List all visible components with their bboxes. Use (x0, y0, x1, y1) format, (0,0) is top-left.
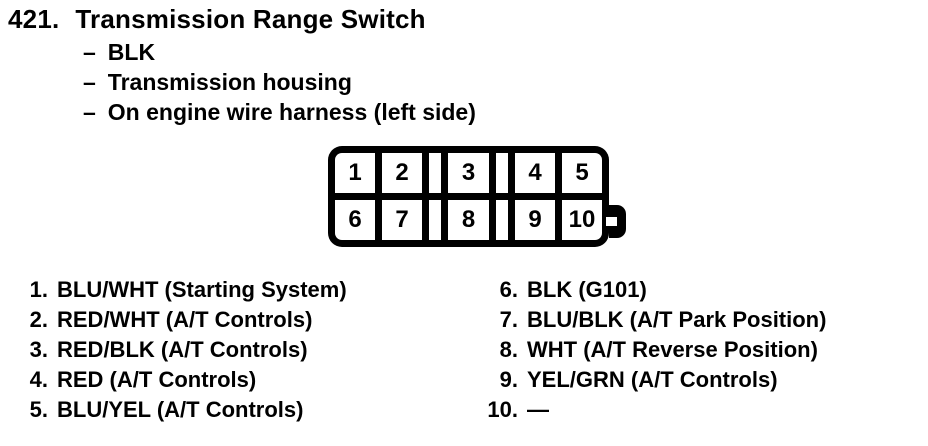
pin-number: 1. (29, 277, 48, 302)
bullet-dash: – (83, 99, 96, 125)
pin-legend-row: 7. BLU/BLK (A/T Park Position) (480, 307, 827, 337)
pin-cell-5: 5 (562, 153, 602, 193)
pin-label: RED/BLK (A/T Controls) (57, 337, 308, 362)
pin-number: 10. (487, 397, 518, 422)
pin-cell-1: 1 (335, 153, 375, 193)
pin-cell-10: 10 (562, 200, 602, 240)
pin-cell-2: 2 (382, 153, 422, 193)
pin-number: 6. (499, 277, 518, 302)
pin-cell-3: 3 (448, 153, 489, 193)
pin-legend-row: 2. RED/WHT (A/T Controls) (6, 307, 347, 337)
latch-notch (606, 217, 617, 226)
section-number: 421. (8, 4, 60, 34)
pin-number: 5. (29, 397, 48, 422)
pin-label: BLU/YEL (A/T Controls) (57, 397, 304, 422)
pin-label: WHT (A/T Reverse Position) (527, 337, 818, 362)
keying-slot (496, 200, 508, 240)
pin-cell-6: 6 (335, 200, 375, 240)
pin-legend-right: 6. BLK (G101) 7. BLU/BLK (A/T Park Posit… (480, 277, 826, 427)
pin-cell-7: 7 (382, 200, 422, 240)
pin-legend-row: 5. BLU/YEL (A/T Controls) (6, 397, 347, 427)
pin-legend-row: 1. BLU/WHT (Starting System) (6, 277, 347, 307)
pin-label: BLU/BLK (A/T Park Position) (527, 307, 827, 332)
connector-latch-tab (606, 205, 626, 238)
bullet-dash: – (83, 69, 96, 95)
bullet-text: On engine wire harness (left side) (107, 99, 476, 125)
connector-diagram: 1 2 3 4 5 6 7 8 9 10 (328, 146, 626, 247)
keying-slot (496, 153, 508, 193)
pin-number: 3. (29, 337, 48, 362)
pin-label: YEL/GRN (A/T Controls) (527, 367, 778, 392)
bullet-item: – Transmission housing (83, 68, 476, 98)
bullet-dash: – (83, 39, 96, 65)
pin-legend-row: 6. BLK (G101) (480, 277, 826, 307)
pin-cell-8: 8 (448, 200, 489, 240)
connector-pin-grid: 1 2 3 4 5 6 7 8 9 10 (328, 146, 609, 247)
pin-legend-row: 8. WHT (A/T Reverse Position) (480, 337, 826, 367)
section-title-text: Transmission Range Switch (75, 4, 426, 34)
pin-legend-row: 9. YEL/GRN (A/T Controls) (480, 367, 826, 397)
pin-number: 7. (499, 307, 518, 332)
pin-number: 9. (499, 367, 518, 392)
keying-slot (429, 200, 441, 240)
pin-legend-row: 3. RED/BLK (A/T Controls) (6, 337, 347, 367)
pin-number: 4. (29, 367, 48, 392)
keying-slot (429, 153, 441, 193)
section-title: 421. Transmission Range Switch (8, 4, 426, 35)
pin-legend-left: 1. BLU/WHT (Starting System) 2. RED/WHT … (6, 277, 347, 427)
bullet-text: Transmission housing (107, 69, 352, 95)
pin-label: RED (A/T Controls) (57, 367, 257, 392)
pin-legend-row: 4. RED (A/T Controls) (6, 367, 347, 397)
pin-label: — (527, 397, 549, 422)
pin-label: BLK (G101) (527, 277, 647, 302)
bullet-item: – BLK (83, 38, 476, 68)
bullet-text: BLK (107, 39, 156, 65)
pin-number: 8. (499, 337, 518, 362)
pin-cell-4: 4 (515, 153, 555, 193)
bullet-item: – On engine wire harness (left side) (83, 98, 476, 128)
pin-legend-row: 10. — (480, 397, 826, 427)
pin-number: 2. (29, 307, 48, 332)
pin-label: BLU/WHT (Starting System) (57, 277, 347, 302)
pin-cell-9: 9 (515, 200, 555, 240)
pin-label: RED/WHT (A/T Controls) (57, 307, 313, 332)
bullet-list: – BLK – Transmission housing – On engine… (83, 38, 476, 128)
